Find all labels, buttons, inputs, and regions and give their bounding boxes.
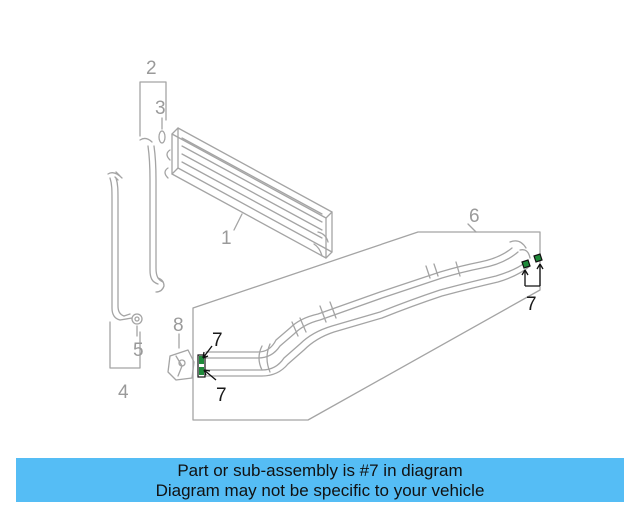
callout-7-right: 7 bbox=[526, 294, 537, 315]
cooler-line-part-2 bbox=[139, 137, 165, 293]
assembly-panel-part-6 bbox=[192, 231, 541, 421]
banner-line-2: Diagram may not be specific to your vehi… bbox=[155, 481, 485, 500]
callout-4: 4 bbox=[118, 382, 129, 403]
callout-7-top-left: 7 bbox=[212, 330, 223, 351]
washer-part-5 bbox=[131, 313, 143, 325]
clip-part-7-highlight bbox=[197, 253, 543, 378]
leader-2 bbox=[139, 81, 167, 137]
info-banner: Part or sub-assembly is #7 in diagram Di… bbox=[16, 458, 624, 502]
leader-4 bbox=[109, 321, 141, 369]
callout-5: 5 bbox=[133, 340, 144, 361]
leader-1 bbox=[233, 213, 243, 231]
oil-cooler-part-1 bbox=[164, 127, 333, 259]
callout-1: 1 bbox=[221, 228, 232, 249]
parts-diagram: 1 2 3 4 5 6 8 7 7 7 bbox=[107, 58, 544, 421]
o-ring-part-3 bbox=[158, 130, 166, 144]
callout-7-bottom-left: 7 bbox=[216, 385, 227, 406]
leader-6 bbox=[467, 223, 477, 233]
callout-8: 8 bbox=[173, 315, 184, 336]
cooler-line-part-4 bbox=[107, 171, 133, 321]
hose-assembly bbox=[205, 240, 531, 377]
leaders-7 bbox=[202, 263, 544, 381]
callout-2: 2 bbox=[146, 58, 157, 79]
fitting-part-8 bbox=[167, 349, 195, 381]
callout-6: 6 bbox=[469, 206, 480, 227]
banner-line-1: Part or sub-assembly is #7 in diagram bbox=[177, 461, 463, 480]
callout-3: 3 bbox=[155, 98, 166, 119]
